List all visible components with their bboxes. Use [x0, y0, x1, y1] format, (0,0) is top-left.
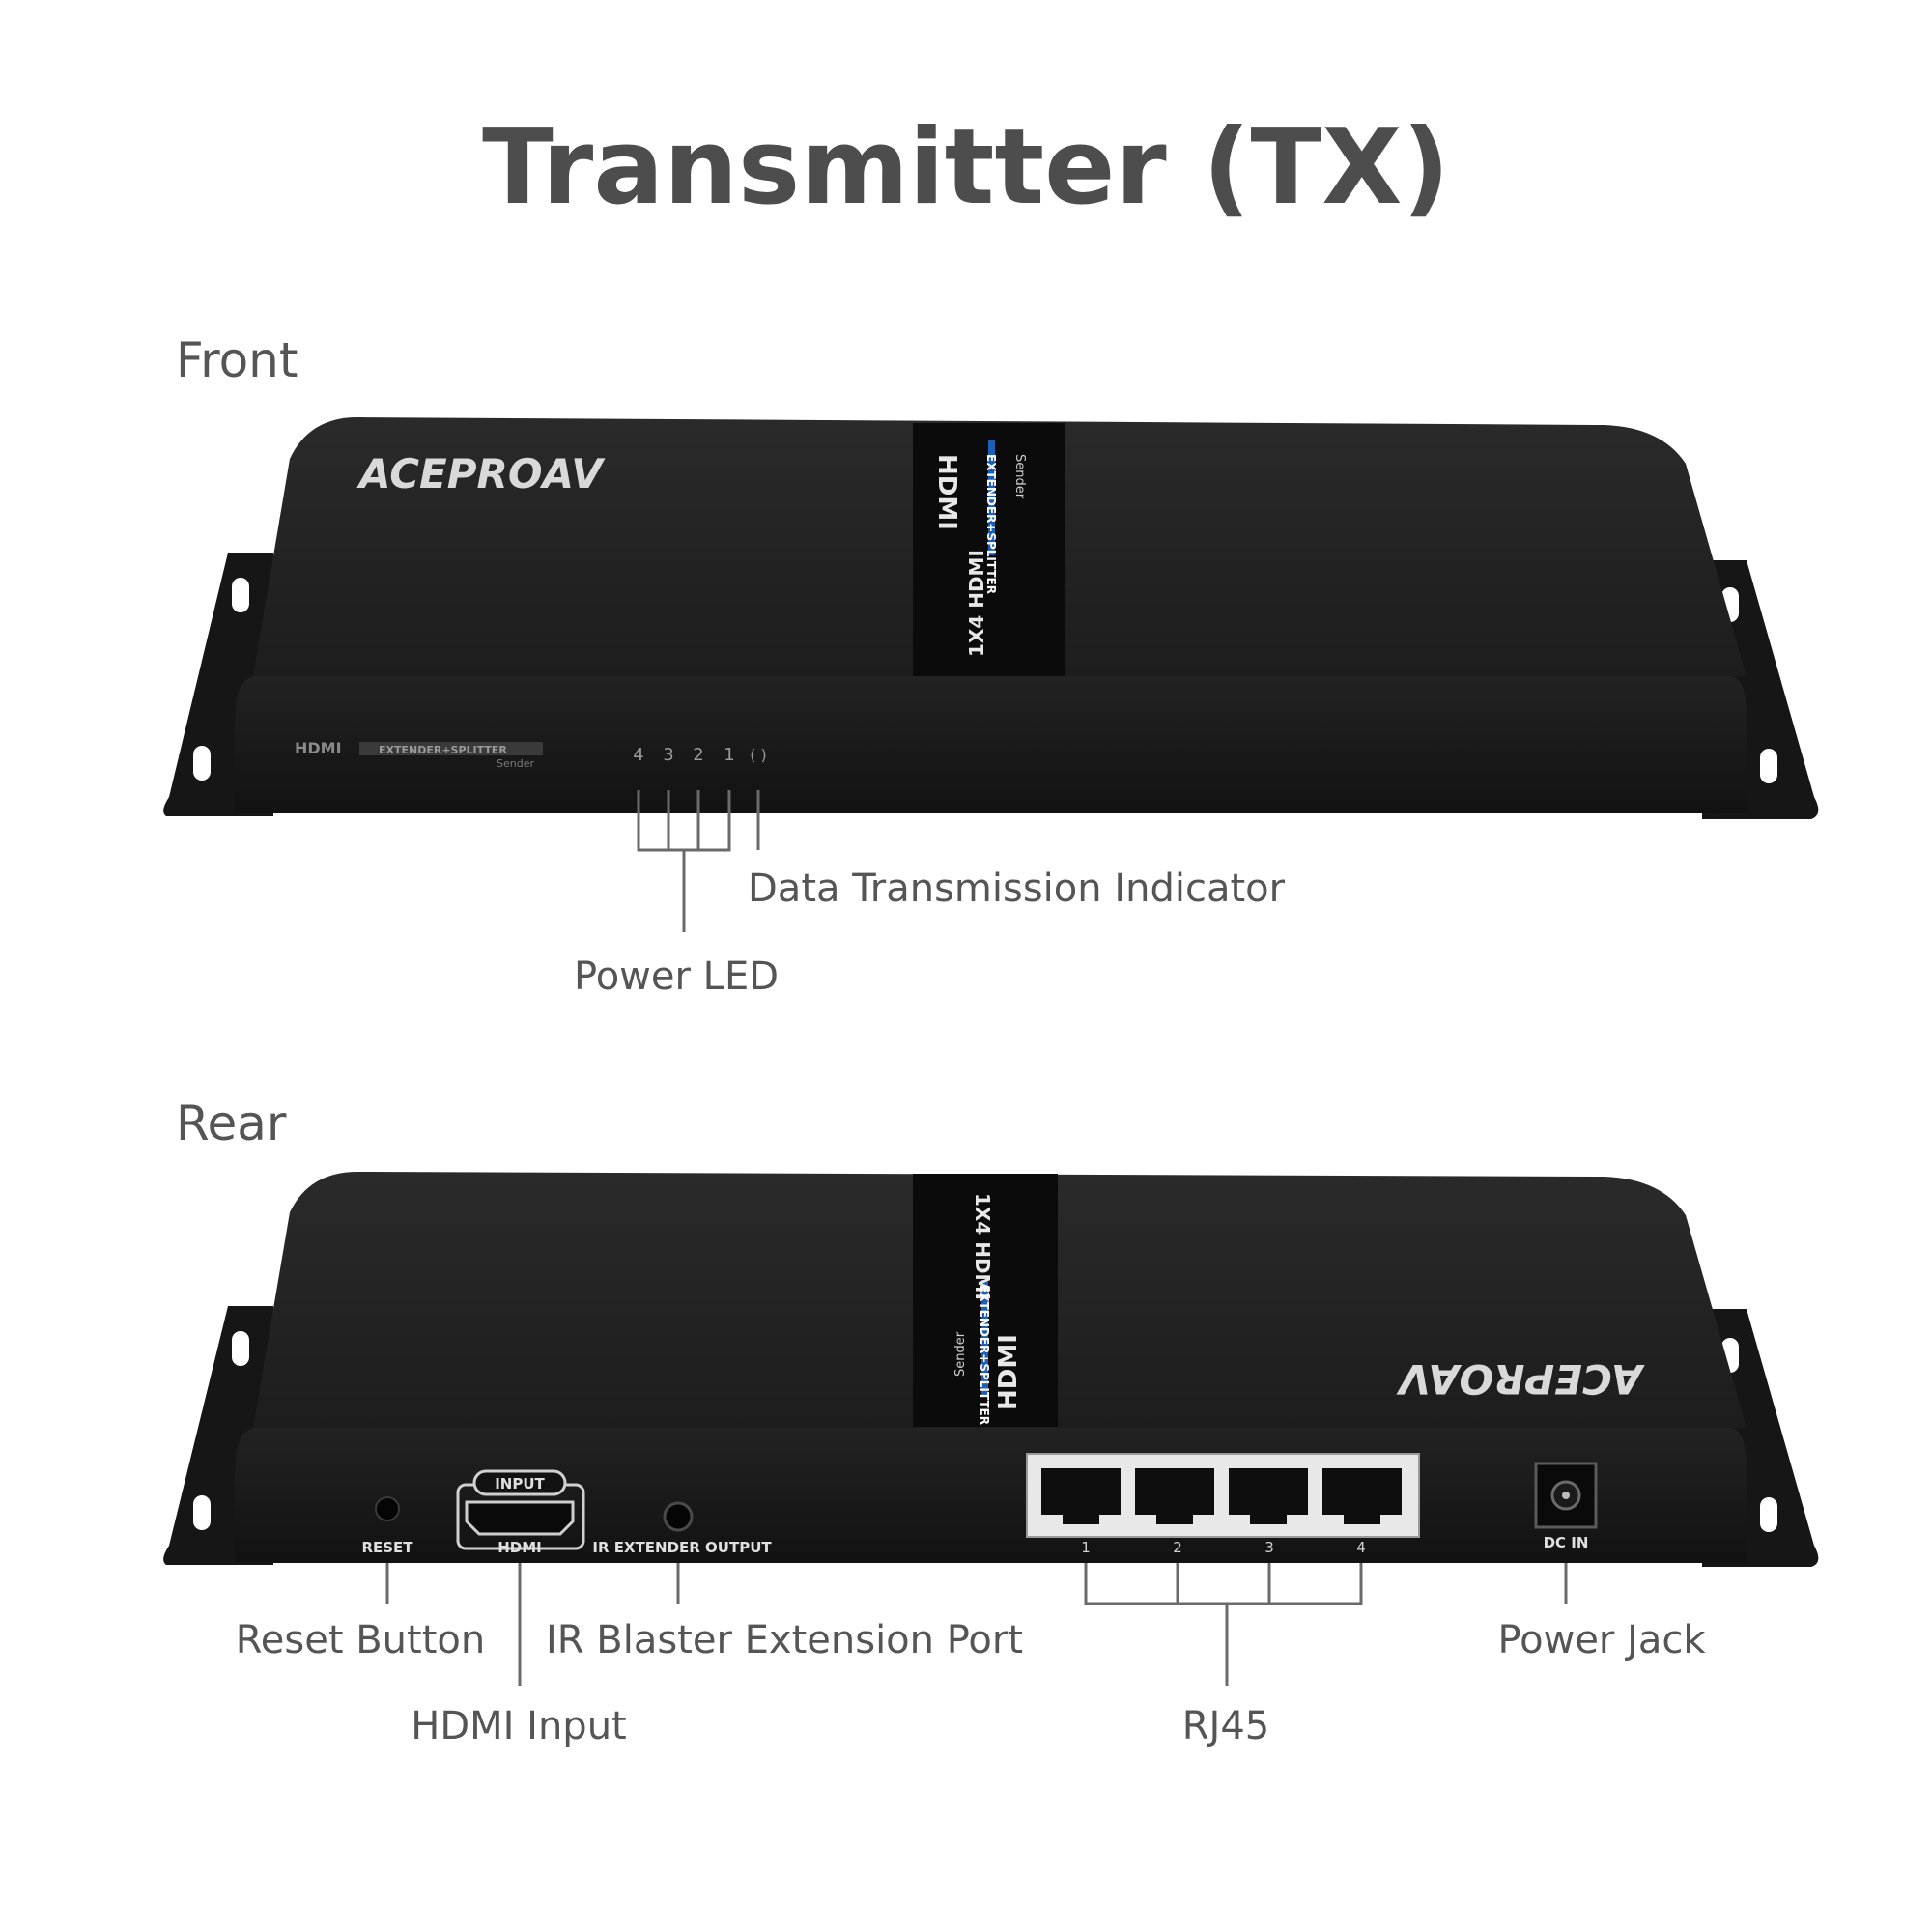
- rj45-port: [1229, 1468, 1308, 1524]
- rear-band-hdmi: HDMI: [994, 1334, 1023, 1410]
- front-callout-lines: [637, 790, 760, 932]
- dc-jack-pin: [1562, 1492, 1570, 1499]
- flange-hole: [232, 578, 249, 612]
- callout-reset: Reset Button: [236, 1618, 485, 1662]
- rj45-number-4: 4: [1356, 1539, 1366, 1556]
- rj45-port: [1041, 1468, 1121, 1524]
- rear-face: [235, 1428, 1747, 1563]
- ir-jack: [663, 1501, 694, 1532]
- hdmi-port-icon: [465, 1500, 575, 1536]
- power-symbol: ( ): [750, 746, 767, 764]
- flange-hole: [1760, 749, 1777, 783]
- led-label-3: 3: [663, 745, 673, 765]
- rear-band-model: 1X4 HDMI: [971, 1193, 994, 1300]
- flange-hole: [232, 1331, 249, 1366]
- flange-hole: [193, 1495, 211, 1530]
- rear-device: 1X4 HDMI EXTENDER+SPLITTER HDMI Sender A…: [163, 1172, 1819, 1567]
- hdmi-input-tag: [472, 1469, 567, 1496]
- rj45-port: [1135, 1468, 1214, 1524]
- reset-button-hole: [375, 1496, 400, 1521]
- front-device: HDMI EXTENDER+SPLITTER Sender 1X4 HDMI A…: [163, 417, 1819, 819]
- front-face-hdmi: HDMI: [295, 739, 342, 757]
- front-face-sender: Sender: [497, 757, 534, 770]
- rear-band-ext: EXTENDER+SPLITTER: [978, 1285, 991, 1425]
- rj45-number-3: 3: [1264, 1539, 1274, 1556]
- callout-power-led: Power LED: [574, 954, 779, 999]
- front-face: [235, 676, 1747, 813]
- rear-band-accent: [981, 1280, 988, 1396]
- page-title: Transmitter (TX): [482, 107, 1450, 228]
- port-label-input: INPUT: [495, 1475, 545, 1492]
- rj45-port: [1322, 1468, 1402, 1524]
- rj45-number-1: 1: [1081, 1539, 1091, 1556]
- port-label-reset: RESET: [361, 1539, 413, 1556]
- led-label-4: 4: [633, 745, 643, 765]
- rj45-ports: [1041, 1468, 1402, 1524]
- rear-callout-lines: [385, 1563, 1568, 1686]
- flange-hole: [1760, 1497, 1777, 1532]
- led-label-1: 1: [724, 745, 734, 765]
- callout-hdmi: HDMI Input: [411, 1704, 626, 1748]
- front-band-sender: Sender: [1012, 454, 1027, 499]
- front-band-hdmi: HDMI: [932, 454, 961, 530]
- rear-section-label: Rear: [176, 1095, 287, 1151]
- port-label-ir: IR EXTENDER OUTPUT: [592, 1539, 772, 1556]
- front-brand-logo: ACEPROAV: [356, 450, 606, 497]
- front-band-ext: EXTENDER+SPLITTER: [984, 454, 998, 594]
- led-label-2: 2: [693, 745, 703, 765]
- port-label-hdmi: HDMI: [497, 1539, 542, 1556]
- front-face-ext: EXTENDER+SPLITTER: [379, 744, 507, 756]
- front-band-model: 1X4 HDMI: [965, 550, 988, 657]
- rear-band-sender: Sender: [953, 1331, 968, 1377]
- front-face-ext-bar: [359, 742, 543, 755]
- front-band-accent: [988, 440, 995, 555]
- rj45-number-2: 2: [1173, 1539, 1182, 1556]
- callout-rj45: RJ45: [1182, 1704, 1270, 1748]
- callout-power-jack: Power Jack: [1497, 1618, 1706, 1662]
- front-section-label: Front: [176, 332, 298, 388]
- callout-data-indicator: Data Transmission Indicator: [748, 867, 1286, 911]
- port-label-dc: DC IN: [1544, 1534, 1589, 1551]
- callout-ir: IR Blaster Extension Port: [546, 1618, 1023, 1662]
- rear-brand-logo: ACEPROAV: [1396, 1355, 1645, 1403]
- flange-hole: [193, 746, 211, 781]
